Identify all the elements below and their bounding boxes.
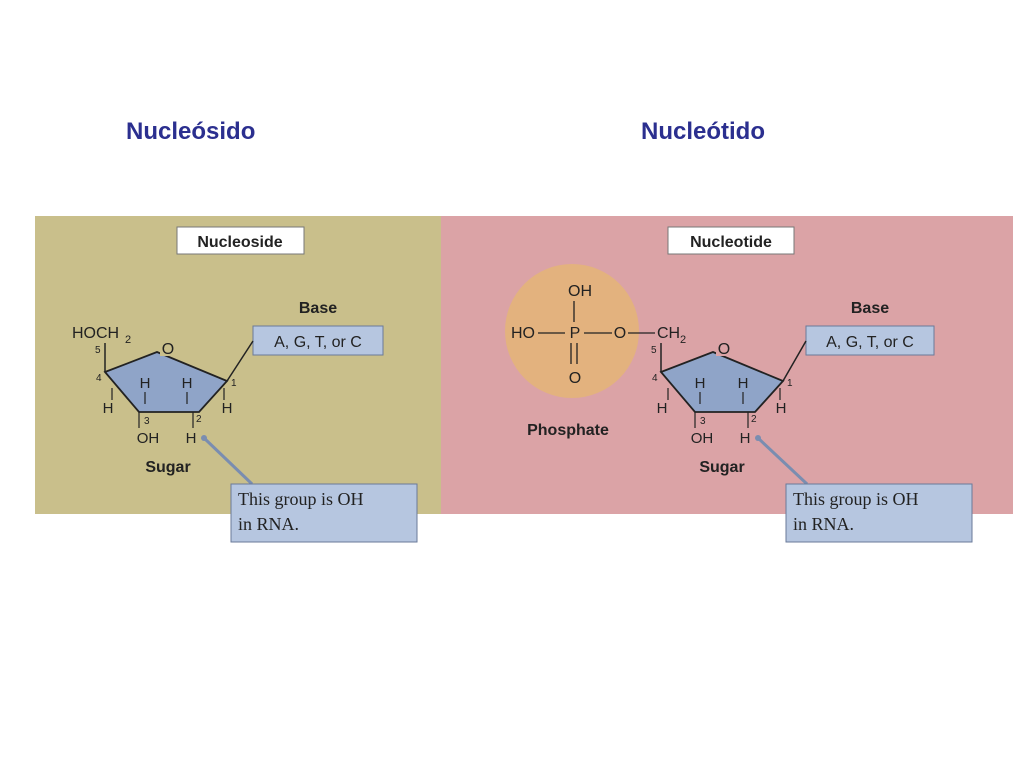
- nucleotide-sugar-label: Sugar: [699, 459, 744, 476]
- nucleotide-num-4: 4: [652, 373, 658, 384]
- nucleotide-h-top-right: H: [738, 375, 749, 392]
- nucleotide-num-1: 1: [787, 378, 793, 389]
- nucleotide-oh-c3: OH: [691, 430, 714, 447]
- nucleoside-num-5: 5: [95, 345, 101, 356]
- nucleoside-sugar-label: Sugar: [145, 459, 190, 476]
- phosphate-label: Phosphate: [527, 422, 609, 439]
- nucleotide-base-options: A, G, T, or C: [826, 334, 914, 351]
- nucleoside-note-line2: in RNA.: [238, 514, 299, 534]
- nucleotide-header: Nucleotide: [690, 234, 772, 251]
- nucleoside-h-c2: H: [186, 430, 197, 447]
- phosphate-circle: [505, 264, 639, 398]
- nucleotide-num-3: 3: [700, 416, 706, 427]
- nucleoside-callout-line: [202, 436, 254, 486]
- nucleoside-base-options: A, G, T, or C: [274, 334, 362, 351]
- nucleotide-base-label: Base: [851, 300, 889, 317]
- nucleoside-ring-o: O: [162, 341, 174, 358]
- nucleoside-ring-o-bg: [160, 336, 174, 356]
- nucleotide-header-box: [667, 226, 795, 255]
- nucleotide-note: This group is OH in RNA.: [785, 483, 973, 543]
- nucleoside-hoch2: HOCH: [72, 325, 119, 342]
- nucleoside-panel: Nucleoside Base A, G, T, or C HOCH 2 5 O…: [35, 216, 441, 514]
- nucleotide-sugar-ring: [659, 351, 785, 413]
- nucleotide-num-2: 2: [751, 414, 757, 425]
- nucleotide-c1-to-base-bond: [782, 340, 807, 382]
- nucleotide-panel: Nucleotide OH HO P O O CH 2 Phosphate Ba…: [441, 216, 1013, 514]
- nucleoside-num-4: 4: [96, 373, 102, 384]
- nucleoside-note: This group is OH in RNA.: [230, 483, 418, 543]
- phosphate-o-link: O: [614, 325, 626, 342]
- nucleoside-h-top-right: H: [182, 375, 193, 392]
- nucleoside-h-top-left: H: [140, 375, 151, 392]
- nucleoside-num-2: 2: [196, 414, 202, 425]
- nucleotide-h-c4: H: [657, 400, 668, 417]
- nucleotide-num-5: 5: [651, 345, 657, 356]
- nucleotide-ring-o-bg: [716, 336, 730, 356]
- phosphate-oh: OH: [568, 283, 592, 300]
- title-nucleosido: Nucleósido: [126, 118, 256, 145]
- nucleoside-header-box: [176, 226, 305, 255]
- nucleotide-ch2-subscript: 2: [680, 334, 686, 346]
- nucleotide-base-box: [805, 325, 935, 356]
- nucleoside-sugar-ring: [103, 351, 229, 413]
- title-nucleotido: Nucleótido: [641, 118, 765, 145]
- nucleotide-note-line2: in RNA.: [793, 514, 854, 534]
- nucleotide-ring-o: O: [718, 341, 730, 358]
- nucleoside-oh-c3: OH: [137, 430, 160, 447]
- nucleotide-ch2: CH: [657, 325, 680, 342]
- nucleotide-h-top-left: H: [695, 375, 706, 392]
- nucleoside-num-1: 1: [231, 378, 237, 389]
- nucleoside-base-label: Base: [299, 300, 337, 317]
- nucleotide-h-c2: H: [740, 430, 751, 447]
- nucleoside-base-box: [252, 325, 384, 356]
- nucleoside-num-3: 3: [144, 416, 150, 427]
- phosphate-o-bottom: O: [569, 370, 581, 387]
- nucleotide-note-box: [785, 483, 973, 543]
- nucleotide-note-line1: This group is OH: [793, 489, 919, 509]
- nucleoside-note-line1: This group is OH: [238, 489, 364, 509]
- nucleoside-hoch2-subscript: 2: [125, 334, 131, 346]
- nucleoside-c1-to-base-bond: [226, 340, 254, 382]
- phosphate-p: P: [570, 325, 581, 342]
- nucleoside-header: Nucleoside: [197, 234, 282, 251]
- nucleotide-callout-line: [756, 436, 809, 486]
- nucleoside-note-box: [230, 483, 418, 543]
- nucleotide-h-c1: H: [776, 400, 787, 417]
- nucleoside-h-c4: H: [103, 400, 114, 417]
- phosphate-ho: HO: [511, 325, 535, 342]
- nucleoside-h-c1: H: [222, 400, 233, 417]
